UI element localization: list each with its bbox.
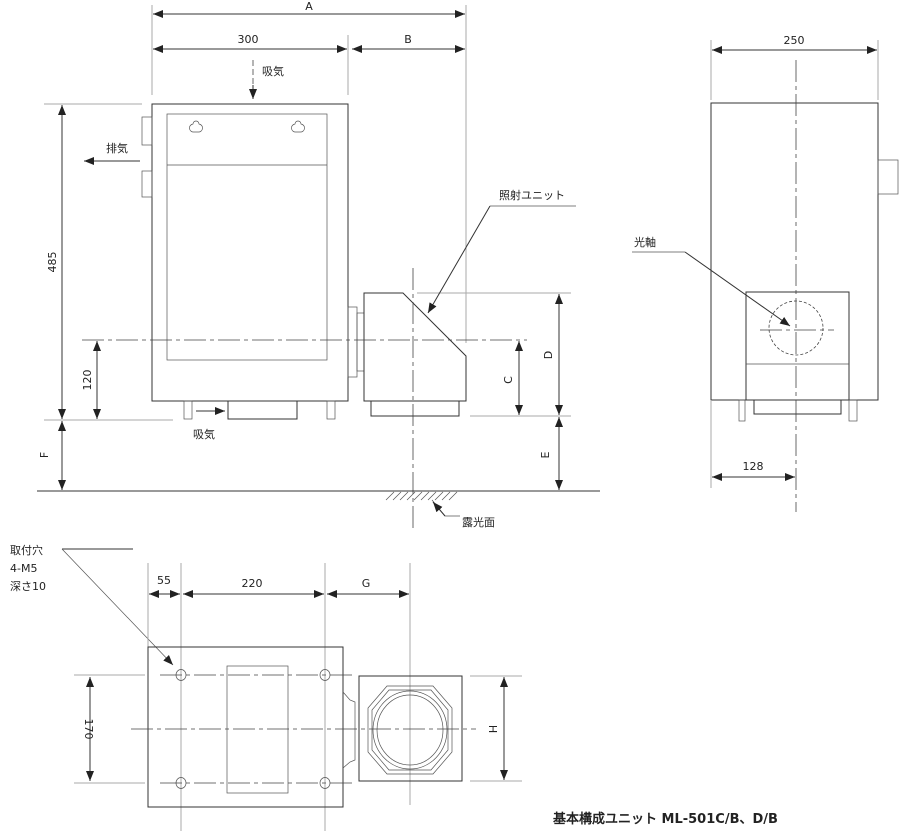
mount-holes-depth: 深さ10 — [10, 580, 46, 593]
irradiation-unit-body — [363, 292, 467, 402]
optical-axis-label: 光軸 — [634, 235, 656, 249]
intake-top-label: 吸気 — [262, 64, 284, 78]
keyhole-icon — [189, 120, 203, 133]
dim-250-label: 250 — [784, 34, 805, 47]
exposure-surface-label: 露光面 — [462, 515, 495, 529]
dim-300-label: 300 — [238, 33, 259, 46]
dim-b-label: B — [404, 33, 412, 46]
mount-holes-label: 取付穴 — [10, 543, 43, 557]
dim-e-label: E — [539, 451, 552, 458]
exhaust-label: 排気 — [106, 141, 128, 155]
dim-128-label: 128 — [743, 460, 764, 473]
dim-55-label: 55 — [157, 574, 171, 587]
mount-holes-spec: 4-M5 — [10, 562, 37, 575]
dim-170-label: 170 — [82, 719, 95, 740]
exposure-surface-hatch — [385, 491, 458, 501]
keyhole-icon — [291, 120, 305, 133]
front-view: 250 光軸 128 — [632, 34, 899, 512]
drawing-title: 基本構成ユニット ML-501C/B、D/B — [552, 811, 778, 827]
irradiation-unit-label: 照射ユニット — [499, 188, 565, 202]
side-view: A 300 B 吸気 排気 吸気 485 120 F C D E — [37, 0, 600, 530]
dim-g-label: G — [362, 577, 371, 590]
dim-h-label: H — [486, 725, 499, 733]
dim-220-label: 220 — [242, 577, 263, 590]
bottom-view: 取付穴 4-M5 深さ10 55 220 G 170 H — [10, 543, 522, 831]
dim-d-label: D — [542, 351, 555, 359]
dim-120-label: 120 — [81, 370, 94, 391]
lamp-window — [376, 694, 444, 766]
dim-c-label: C — [502, 376, 515, 384]
irradiation-unit-leader — [427, 205, 491, 314]
dim-485-label: 485 — [46, 252, 59, 273]
dim-f-label: F — [38, 452, 51, 458]
intake-bottom-label: 吸気 — [193, 427, 215, 441]
power-unit-body — [151, 103, 349, 402]
dim-a-label: A — [305, 0, 313, 13]
